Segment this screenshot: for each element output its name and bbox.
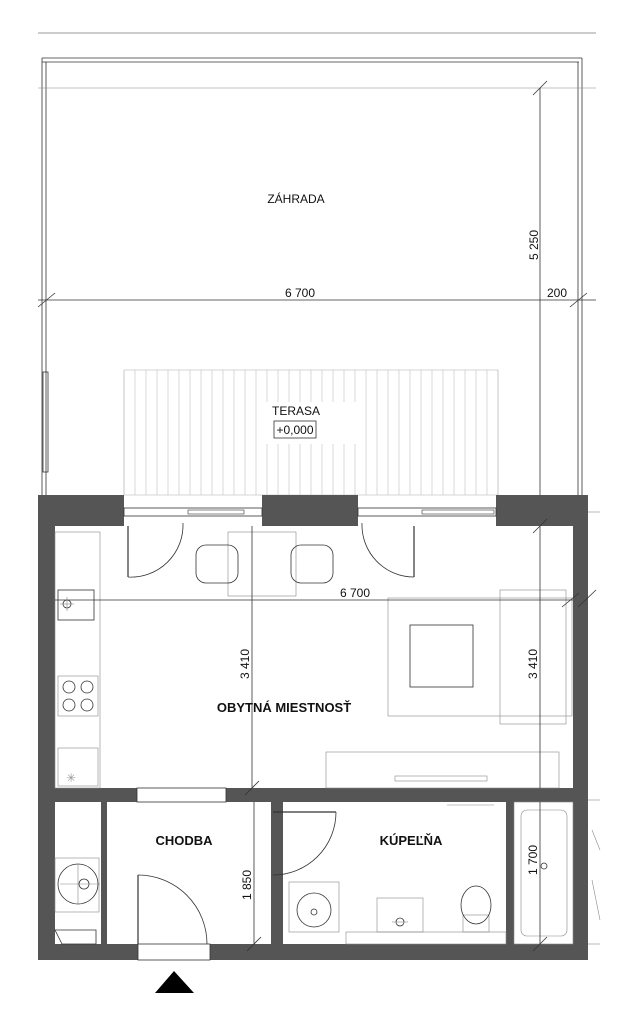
terrace-label: TERASA	[272, 404, 320, 418]
utility-closet	[54, 857, 100, 945]
garden-width-dimension: 6 700	[285, 286, 315, 300]
svg-text:✳: ✳	[66, 771, 76, 785]
garden-label: ZÁHRADA	[267, 191, 324, 206]
hallway-depth-dimension: 1 850	[240, 870, 254, 900]
entrance-door	[137, 874, 211, 961]
sofa-set	[387, 589, 573, 725]
living-depth-right-dimension: 3 410	[526, 649, 540, 679]
hall-dimension-line	[246, 802, 262, 952]
garden-side-dimension: 200	[547, 286, 567, 300]
tv-bench	[325, 751, 560, 789]
kitchen-counter: ✳	[54, 531, 101, 789]
terrace-level: +0,000	[276, 423, 313, 437]
bath-dimension-line	[532, 802, 548, 952]
living-depth-left-dimension: 3 410	[238, 649, 252, 679]
neighbour-fragment	[588, 511, 601, 945]
hallway-label: CHODBA	[155, 833, 213, 848]
living-width-dimension: 6 700	[340, 586, 370, 600]
dining-table	[195, 531, 334, 597]
living-dimension-lines	[55, 518, 597, 796]
bathroom-door	[272, 811, 337, 876]
entrance-arrow-icon	[155, 971, 194, 993]
bath-depth-dimension: 1 700	[526, 845, 540, 875]
bathroom-fixtures	[288, 801, 574, 945]
terrace-level-box	[273, 420, 317, 439]
garden-dimension-lines	[37, 80, 596, 495]
windows	[123, 507, 497, 803]
walls	[38, 495, 588, 960]
garden-depth-dimension: 5 250	[527, 230, 541, 260]
garden-fence	[38, 57, 596, 495]
terrace-doors	[127, 522, 415, 578]
living-room-label: OBYTNÁ MIESTNOSŤ	[217, 700, 351, 715]
bathroom-label: KÚPEĽŇA	[380, 833, 443, 848]
